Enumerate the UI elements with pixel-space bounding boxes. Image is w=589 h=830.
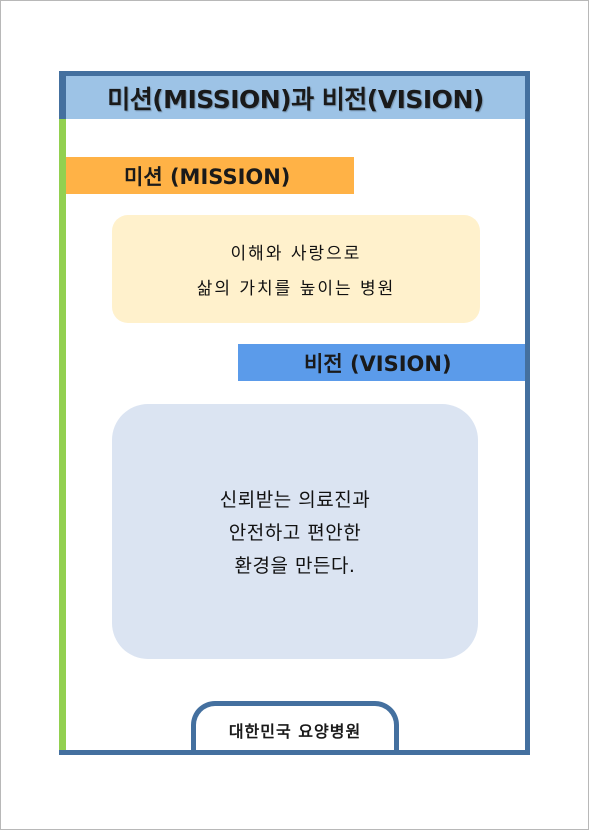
vision-statement-box: 신뢰받는 의료진과 안전하고 편안한 환경을 만든다.	[112, 404, 478, 659]
mission-line: 삶의 가치를 높이는 병원	[196, 279, 396, 299]
vision-heading-tab: 비전 (VISION)	[238, 344, 525, 381]
title-banner: 미션(MISSION)과 비전(VISION)	[66, 76, 525, 119]
vision-line: 안전하고 편안한	[228, 522, 362, 544]
vision-line: 신뢰받는 의료진과	[219, 489, 371, 511]
mission-statement-box: 이해와 사랑으로 삶의 가치를 높이는 병원	[112, 215, 480, 323]
frame-left-border	[59, 71, 66, 119]
footer-tab: 대한민국 요양병원	[191, 701, 399, 750]
green-accent-bar	[59, 119, 66, 750]
mission-line: 이해와 사랑으로	[230, 244, 362, 264]
vision-line: 환경을 만든다.	[234, 555, 356, 577]
hospital-name: 대한민국 요양병원	[228, 722, 362, 741]
mission-heading: 미션 (MISSION)	[124, 164, 291, 189]
page-title: 미션(MISSION)과 비전(VISION)	[107, 84, 484, 114]
vision-heading: 비전 (VISION)	[304, 351, 452, 376]
mission-heading-tab: 미션 (MISSION)	[66, 157, 354, 194]
